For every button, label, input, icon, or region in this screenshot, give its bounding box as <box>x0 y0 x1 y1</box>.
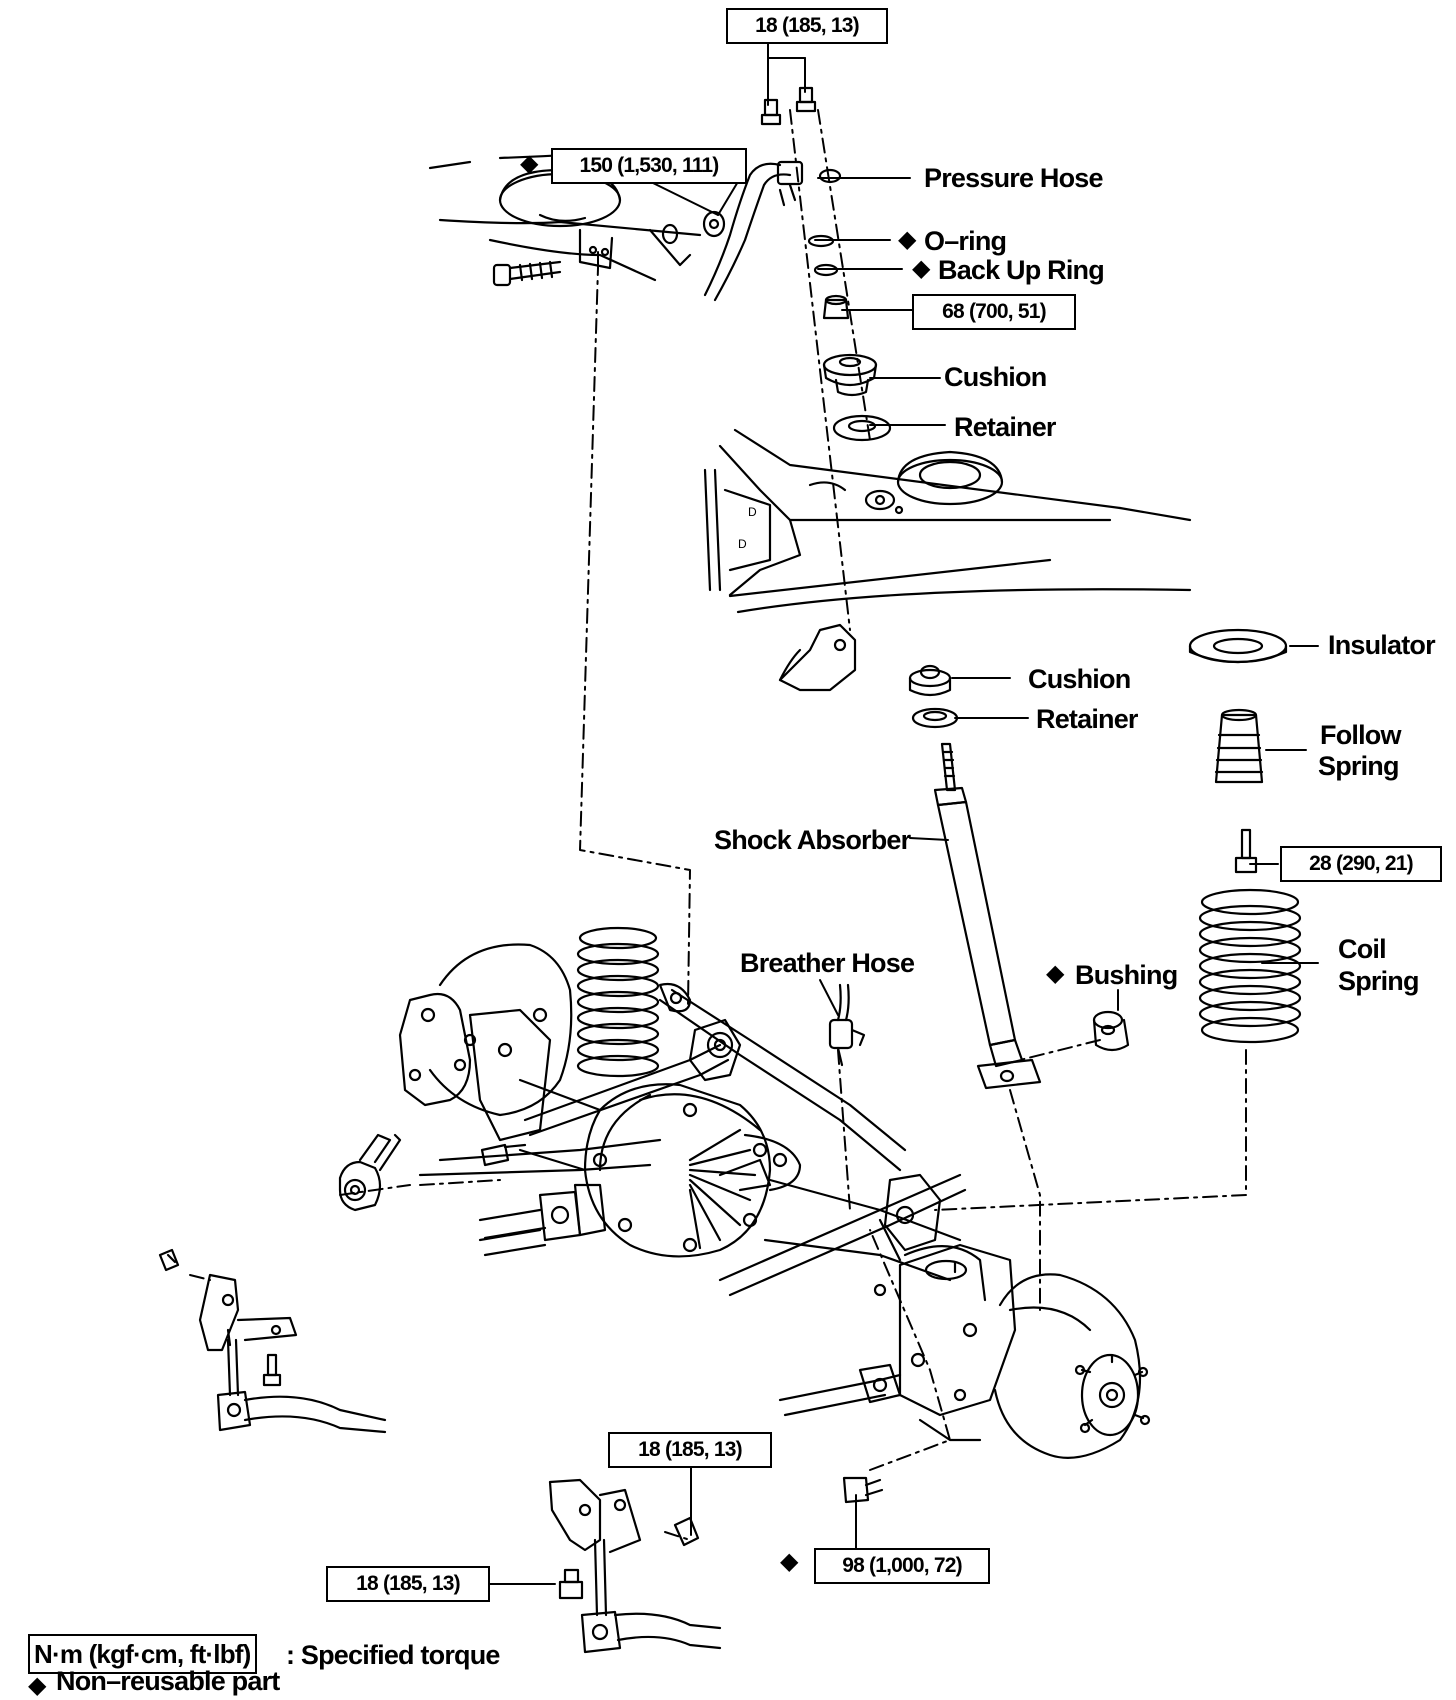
non-reusable-diamond-icon: ◆ <box>1046 960 1065 987</box>
leader-lines <box>486 39 1319 1585</box>
label-coil-spring-line1: Coil <box>1338 934 1387 964</box>
label-retainer-upper: Retainer <box>954 412 1056 442</box>
non-reusable-diamond-icon: ◆ <box>912 255 931 282</box>
bushing-drawing <box>1092 1010 1130 1052</box>
label-cushion-lower: Cushion <box>1028 664 1131 694</box>
label-o-ring: O–ring <box>924 226 1007 256</box>
legend-unit-description: : Specified torque <box>286 1640 500 1670</box>
upper-cushion-retainer <box>822 353 892 442</box>
frame-section: D D <box>703 428 1192 614</box>
label-insulator: Insulator <box>1328 630 1436 660</box>
non-reusable-diamond-icon: ◆ <box>898 226 917 253</box>
torque-box-top-bolts: 18 (185, 13) <box>726 8 888 44</box>
breather-hose-drawing <box>828 983 866 1067</box>
label-breather-hose: Breather Hose <box>740 948 915 978</box>
lower-mount-bracket <box>778 623 857 692</box>
label-coil-spring-line2: Spring <box>1338 966 1420 996</box>
torque-box-stabilizer-upper: 18 (185, 13) <box>608 1432 772 1468</box>
non-reusable-diamond-icon: ◆ <box>780 1548 799 1575</box>
legend-diamond-description: Non–reusable part <box>56 1666 280 1696</box>
label-pressure-hose: Pressure Hose <box>924 163 1104 193</box>
label-shock-absorber: Shock Absorber <box>714 825 911 855</box>
torque-box-shock-lower-bolt: 98 (1,000, 72) <box>814 1548 990 1584</box>
pressure-hose-drawing <box>703 86 850 320</box>
svg-text:D: D <box>738 537 747 551</box>
stabilizer-link-left <box>158 1248 387 1434</box>
non-reusable-diamond-icon: ◆ <box>28 1672 47 1699</box>
non-reusable-diamond-icon: ◆ <box>520 150 539 177</box>
legend-unit-box: N·m (kgf·cm, ft·lbf) <box>28 1634 257 1674</box>
torque-box-bracket-nut: 150 (1,530, 111) <box>551 148 747 184</box>
shock-absorber-drawing <box>933 742 1042 1090</box>
shock-lower-bolt <box>842 1476 884 1504</box>
torque-box-stabilizer-lower: 18 (185, 13) <box>326 1566 490 1602</box>
label-back-up-ring: Back Up Ring <box>938 255 1105 285</box>
torque-box-spring-bolt: 28 (290, 21) <box>1280 846 1442 882</box>
label-cushion-upper: Cushion <box>944 362 1047 392</box>
rear-axle-assembly <box>338 926 1151 1459</box>
torque-box-hose-nut: 68 (700, 51) <box>912 294 1076 330</box>
label-retainer-lower: Retainer <box>1036 704 1138 734</box>
label-follow-spring-line1: Follow <box>1320 720 1401 750</box>
label-follow-spring-line2: Spring <box>1318 751 1400 781</box>
svg-text:D: D <box>748 505 757 519</box>
coil-spring-drawing <box>1198 888 1302 1044</box>
label-bushing: Bushing <box>1075 960 1178 990</box>
spring-parts <box>1188 628 1302 1044</box>
stabilizer-link-lower <box>548 1478 722 1654</box>
lower-cushion-retainer <box>908 664 959 729</box>
